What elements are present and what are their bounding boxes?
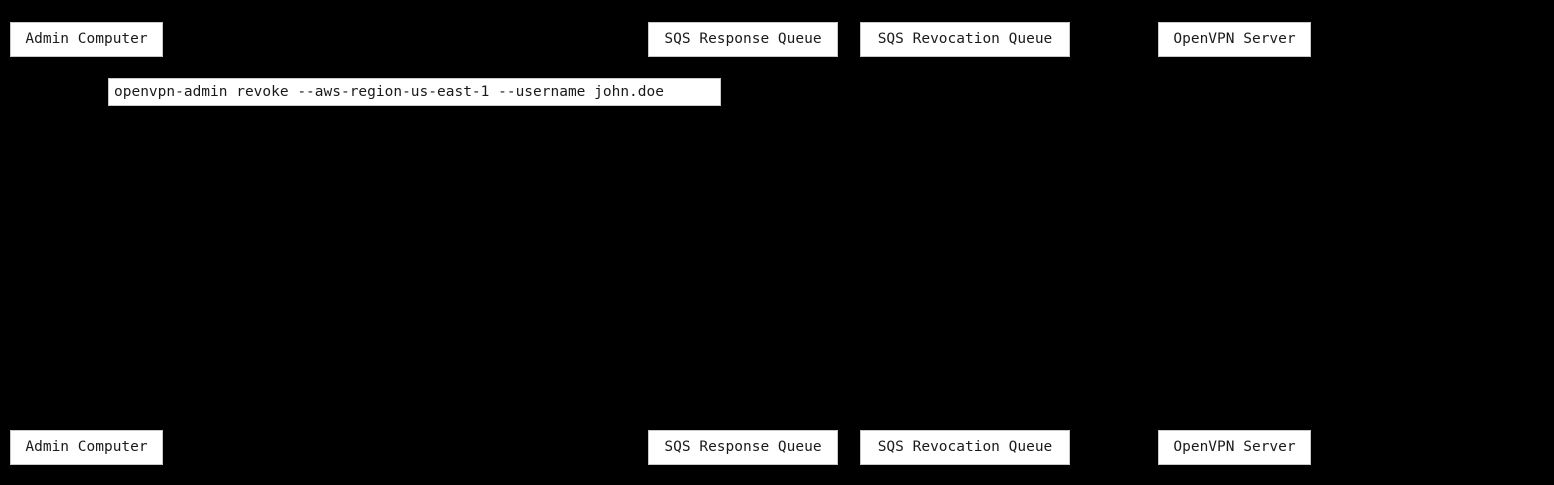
lifeline-admin-computer	[86, 57, 87, 430]
participant-header-openvpn-server[interactable]: OpenVPN Server	[1158, 22, 1311, 57]
participant-footer-sqs-revocation-queue[interactable]: SQS Revocation Queue	[860, 430, 1070, 465]
participant-footer-admin-computer[interactable]: Admin Computer	[10, 430, 163, 465]
lifeline-sqs-response-queue	[743, 57, 744, 430]
participant-footer-sqs-response-queue[interactable]: SQS Response Queue	[648, 430, 838, 465]
participant-footer-openvpn-server[interactable]: OpenVPN Server	[1158, 430, 1311, 465]
lifeline-sqs-revocation-queue	[965, 57, 966, 430]
lifeline-openvpn-server	[1234, 57, 1235, 430]
message-revoke-command[interactable]: openvpn-admin revoke --aws-region-us-eas…	[108, 78, 721, 106]
participant-header-sqs-response-queue[interactable]: SQS Response Queue	[648, 22, 838, 57]
participant-header-sqs-revocation-queue[interactable]: SQS Revocation Queue	[860, 22, 1070, 57]
participant-header-admin-computer[interactable]: Admin Computer	[10, 22, 163, 57]
